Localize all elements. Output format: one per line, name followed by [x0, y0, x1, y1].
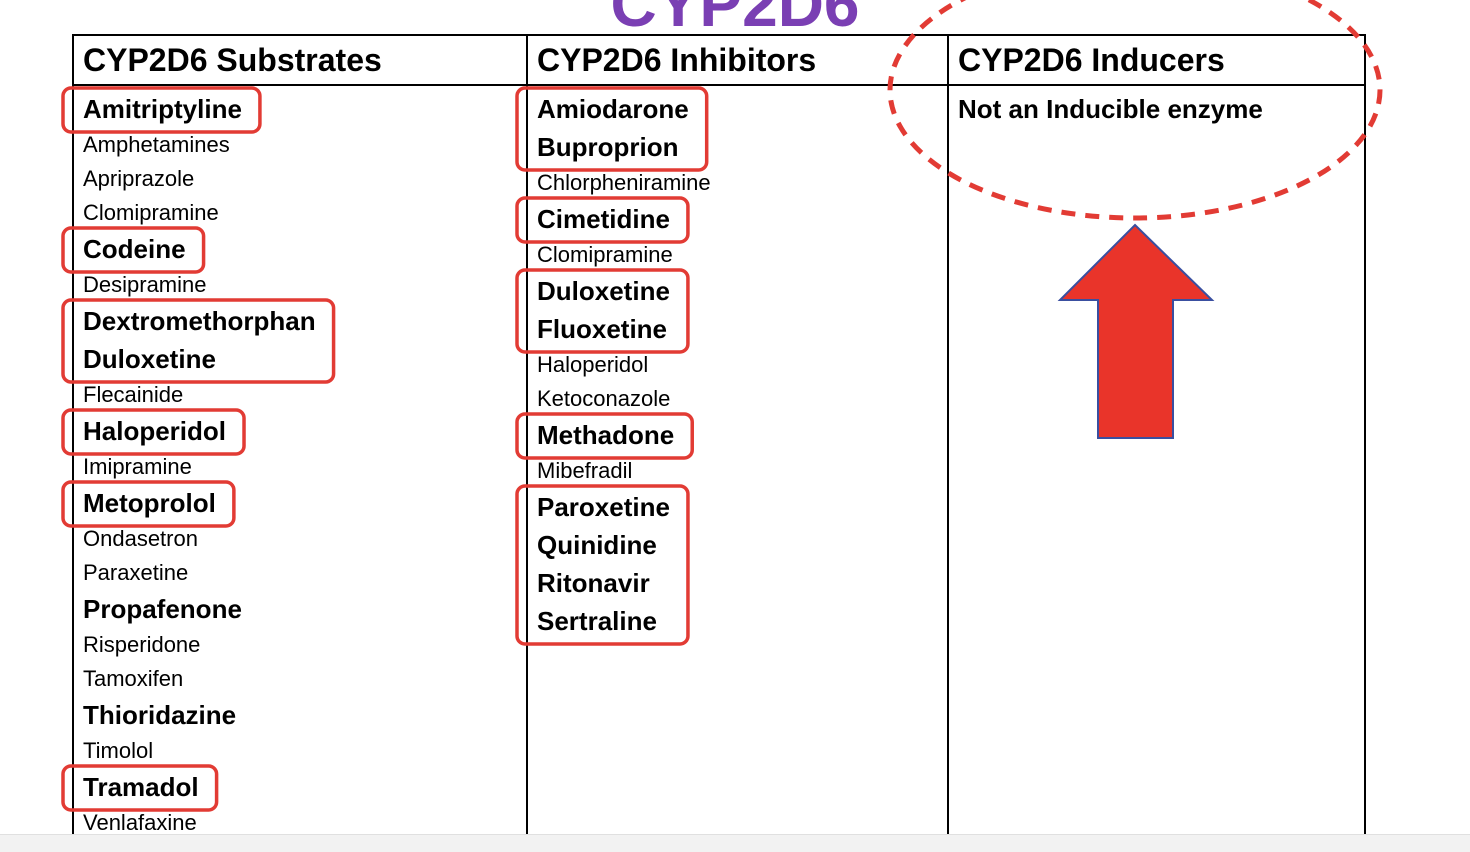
list-item: Ritonavir [537, 568, 650, 598]
list-item: Venlafaxine [83, 810, 197, 835]
list-item: Dextromethorphan [83, 306, 316, 336]
header-inducers: CYP2D6 Inducers [947, 34, 1366, 86]
list-item: Duloxetine [537, 276, 670, 306]
list-item: Thioridazine [83, 700, 237, 730]
list-item: Amphetamines [83, 132, 230, 157]
list-item: Mibefradil [537, 458, 633, 483]
list-item: Risperidone [83, 632, 201, 657]
list-item: Quinidine [537, 530, 657, 560]
list-item: Codeine [83, 234, 186, 264]
list-item: Clomipramine [83, 200, 219, 225]
list-item: Methadone [537, 420, 675, 450]
list-item: Metoprolol [83, 488, 216, 518]
bottom-bar [0, 834, 1470, 852]
list-item: Amitriptyline [83, 94, 242, 124]
list-item: Desipramine [83, 272, 207, 297]
list-item: Timolol [83, 738, 154, 763]
list-item: Ketoconazole [537, 386, 671, 411]
list-item: Cimetidine [537, 204, 670, 234]
cyp2d6-drug-table: CYP2D6 Substrates CYP2D6 Inhibitors CYP2… [72, 34, 1366, 842]
list-item: Sertraline [537, 606, 657, 636]
header-substrates: CYP2D6 Substrates [72, 34, 528, 86]
list-item: Flecainide [83, 382, 184, 407]
inducers-cell: Not an Inducible enzyme [947, 84, 1366, 842]
list-item: Clomipramine [537, 242, 673, 267]
list-item: Haloperidol [83, 416, 227, 446]
list-item: Ondasetron [83, 526, 198, 551]
list-item: Apriprazole [83, 166, 195, 191]
list-item: Haloperidol [537, 352, 649, 377]
list-item: Buproprion [537, 132, 679, 162]
list-item: Amiodarone [537, 94, 689, 124]
list-item: Tamoxifen [83, 666, 184, 691]
list-item: Paraxetine [83, 560, 189, 585]
list-item: Tramadol [83, 772, 199, 802]
list-item: Paroxetine [537, 492, 670, 522]
header-inhibitors: CYP2D6 Inhibitors [526, 34, 949, 86]
inducers-text: Not an Inducible enzyme [958, 94, 1263, 124]
list-item: Imipramine [83, 454, 192, 479]
list-item: Chlorpheniramine [537, 170, 711, 195]
list-item: Duloxetine [83, 344, 216, 374]
list-item: Propafenone [83, 594, 242, 624]
table-header-row: CYP2D6 Substrates CYP2D6 Inhibitors CYP2… [72, 34, 1366, 86]
list-item: Fluoxetine [537, 314, 668, 344]
slide-title: CYP2D6 [610, 0, 860, 40]
